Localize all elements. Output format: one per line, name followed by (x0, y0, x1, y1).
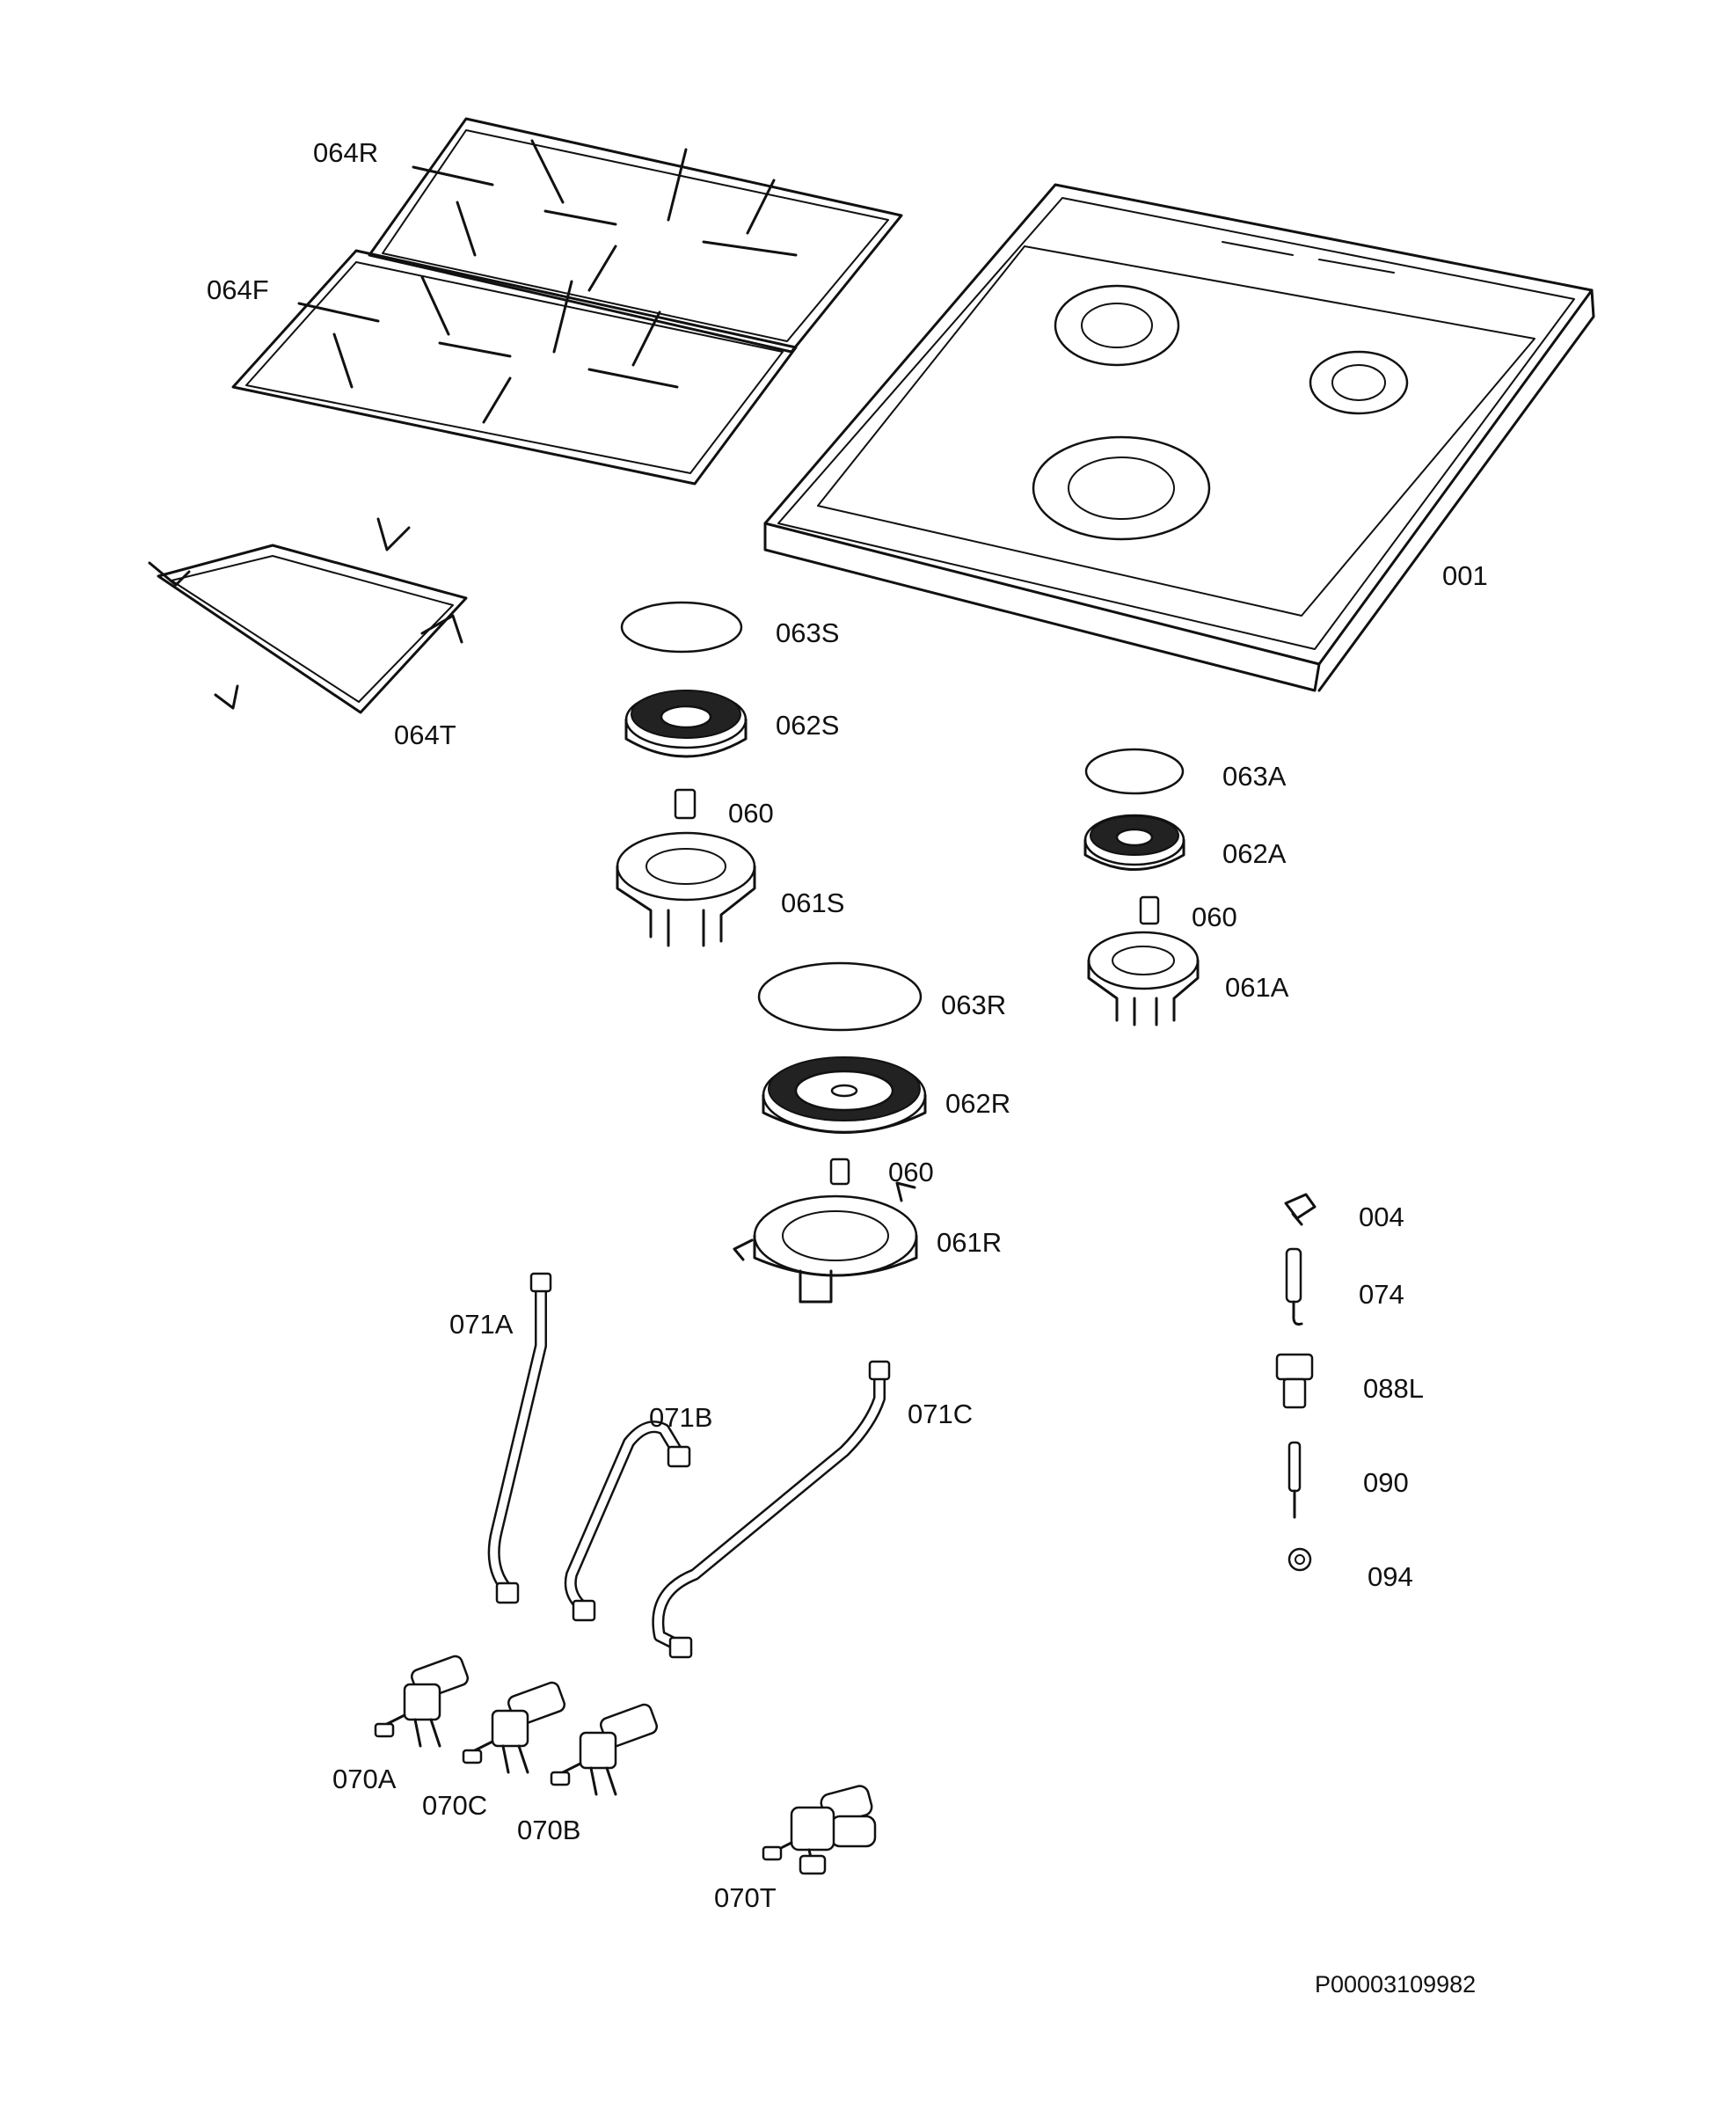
part-label-004: 004 (1359, 1202, 1404, 1232)
part-label-064F: 064F (207, 274, 269, 305)
burner-base-061R (733, 1181, 918, 1304)
part-label-060-a: 060 (1192, 902, 1237, 932)
pan-support-grid-064F (231, 249, 798, 486)
part-label-001: 001 (1442, 560, 1488, 591)
part-label-060-s: 060 (728, 798, 774, 829)
burner-head-062S (624, 690, 748, 758)
part-label-094: 094 (1368, 1561, 1413, 1592)
wok-support-064T (148, 517, 468, 714)
part-label-088L: 088L (1363, 1373, 1424, 1404)
injector-060-s (674, 788, 697, 820)
burner-head-062R (762, 1056, 927, 1134)
thermocouple-090 (1287, 1441, 1302, 1519)
part-label-071C: 071C (908, 1399, 973, 1429)
injector-060-r (829, 1158, 850, 1186)
hob-top-001 (763, 183, 1595, 692)
gas-tap-070A (374, 1654, 470, 1748)
injector-060-a (1139, 895, 1160, 925)
gas-tap-070C (462, 1681, 566, 1774)
part-label-090: 090 (1363, 1467, 1409, 1498)
burner-cap-063S (620, 601, 743, 654)
part-label-063A: 063A (1222, 761, 1287, 792)
part-label-062S: 062S (776, 710, 839, 741)
part-label-060-r: 060 (888, 1157, 934, 1187)
part-label-062R: 062R (945, 1088, 1010, 1119)
burner-base-061S (616, 831, 756, 947)
part-label-063R: 063R (941, 990, 1006, 1020)
part-label-071A: 071A (449, 1309, 514, 1340)
gas-pipe-071C (652, 1360, 891, 1659)
gas-tap-070T (762, 1785, 877, 1875)
document-id: P00003109982 (1315, 1971, 1476, 1998)
burner-cap-063A (1084, 748, 1185, 795)
burner-head-062A (1083, 814, 1185, 871)
nut-088L (1275, 1353, 1314, 1409)
part-label-062A: 062A (1222, 838, 1287, 869)
part-label-064R: 064R (313, 137, 378, 168)
gas-pipe-071B (564, 1421, 691, 1622)
clip-004 (1284, 1193, 1317, 1226)
washer-094 (1287, 1547, 1312, 1572)
part-label-061S: 061S (781, 887, 844, 918)
ignition-electrode-074 (1285, 1247, 1303, 1326)
part-label-070C: 070C (422, 1790, 487, 1821)
part-label-070A: 070A (332, 1764, 397, 1794)
part-label-074: 074 (1359, 1279, 1404, 1310)
part-label-061A: 061A (1225, 972, 1289, 1003)
part-label-071B: 071B (649, 1402, 712, 1433)
burner-base-061A (1087, 931, 1200, 1026)
gas-tap-070B (550, 1703, 659, 1796)
gas-pipe-071A (487, 1272, 552, 1604)
part-label-063S: 063S (776, 617, 839, 648)
part-label-061R: 061R (937, 1227, 1002, 1258)
part-label-070T: 070T (714, 1882, 777, 1913)
pan-support-grid-064R (368, 117, 903, 354)
part-label-070B: 070B (517, 1815, 580, 1845)
burner-cap-063R (757, 961, 923, 1032)
part-label-064T: 064T (394, 719, 456, 750)
